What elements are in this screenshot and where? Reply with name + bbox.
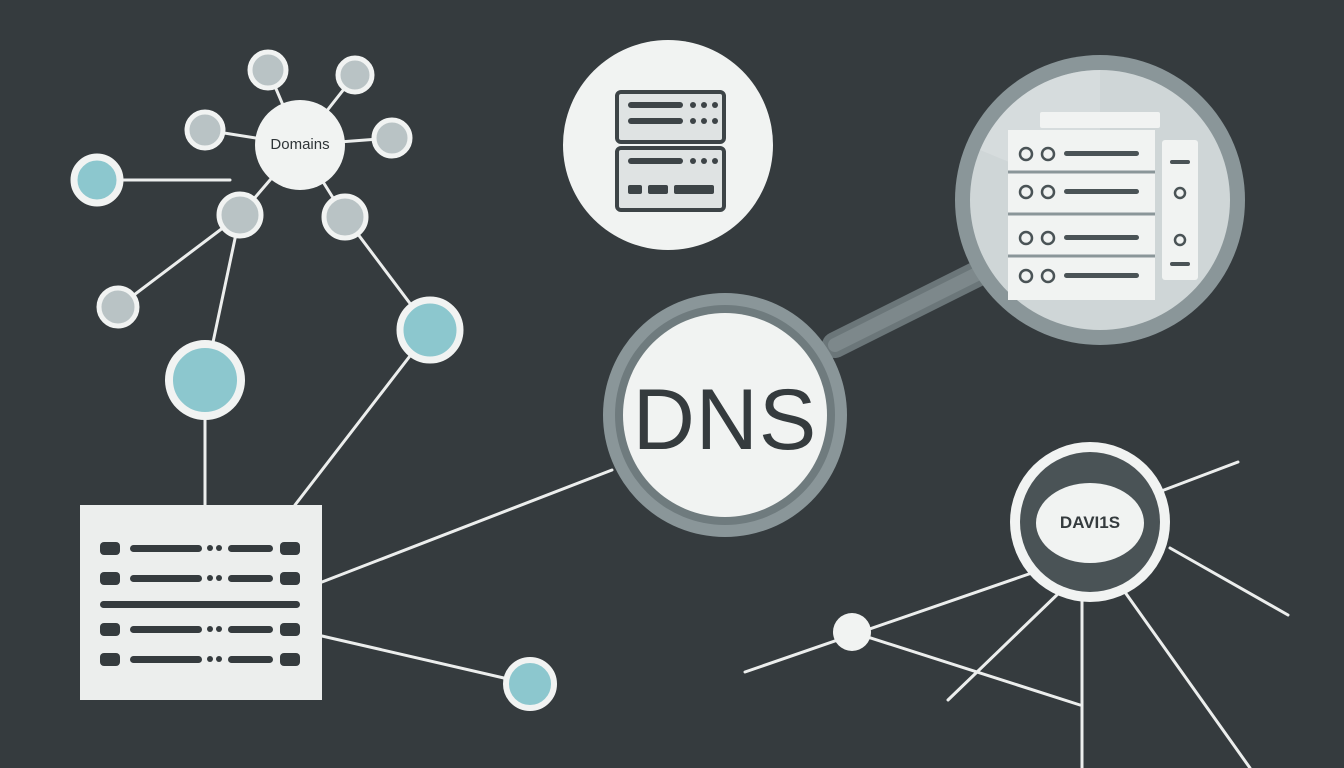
database-table-icon bbox=[80, 505, 322, 700]
edge-davis-to-left bbox=[743, 563, 1057, 674]
magnifier-icon bbox=[822, 55, 1245, 358]
node-teal bbox=[503, 657, 557, 711]
edge-small-node-to-bottom bbox=[850, 630, 1082, 707]
davis-node bbox=[1010, 442, 1170, 602]
node-gray bbox=[96, 285, 140, 329]
edge-davis-right bbox=[1168, 546, 1290, 617]
dns-lens bbox=[603, 293, 847, 537]
node-gray bbox=[321, 193, 369, 241]
edge-teal-right-to-table bbox=[293, 328, 432, 507]
node-gray bbox=[184, 109, 226, 151]
domains-hub bbox=[255, 100, 345, 190]
node-teal bbox=[70, 153, 124, 207]
node-teal bbox=[165, 340, 245, 420]
edge-davis-down-right bbox=[1120, 586, 1252, 768]
edge-table-to-bottom-node bbox=[320, 634, 532, 686]
node-gray bbox=[335, 55, 375, 95]
server-rack-icon bbox=[563, 40, 773, 250]
node-gray bbox=[216, 191, 264, 239]
edge-table-to-dns bbox=[320, 468, 614, 584]
node-teal bbox=[396, 296, 464, 364]
node-gray bbox=[247, 49, 289, 91]
network-nodes bbox=[70, 49, 871, 711]
edge-davis-down-left bbox=[946, 588, 1064, 702]
node-gray bbox=[371, 117, 413, 159]
edge-to-small-node bbox=[116, 213, 242, 309]
node-white bbox=[833, 613, 871, 651]
